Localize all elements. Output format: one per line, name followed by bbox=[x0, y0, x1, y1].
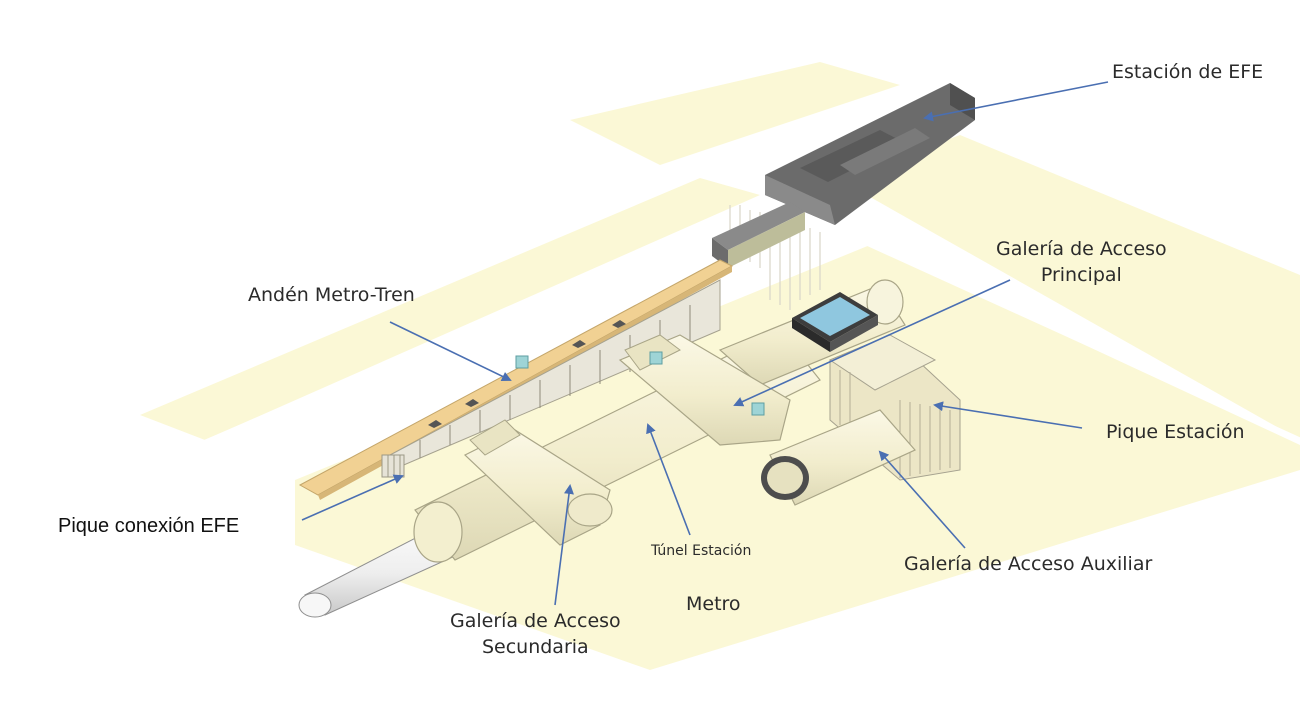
label-galeria-principal-line1: Galería de Acceso bbox=[996, 238, 1167, 260]
main-access-gallery bbox=[618, 334, 791, 446]
arrow-tunel-estacion bbox=[646, 423, 691, 536]
station-shaft-top bbox=[792, 292, 878, 352]
arrow-galeria-auxiliar bbox=[878, 450, 966, 549]
ground-block-northwest bbox=[570, 62, 900, 165]
label-tunel-estacion-text: Túnel Estación bbox=[651, 543, 752, 559]
label-metro: Metro bbox=[686, 592, 741, 618]
label-galeria-secundaria: Galería de Acceso Secundaria bbox=[450, 609, 621, 660]
label-pique-estacion: Pique Estación bbox=[1106, 420, 1245, 446]
label-estacion-efe: Estación de EFE bbox=[1112, 60, 1263, 86]
label-metro-text: Metro bbox=[686, 593, 741, 615]
label-pique-conexion-text: Pique conexión EFE bbox=[58, 515, 240, 537]
efe-connection-shaft bbox=[381, 454, 405, 478]
label-estacion-efe-text: Estación de EFE bbox=[1112, 61, 1264, 83]
label-pique-conexion: Pique conexión EFE bbox=[58, 513, 239, 540]
arrow-galeria-principal bbox=[733, 279, 1011, 407]
ground-block-east bbox=[840, 135, 1300, 440]
arrow-estacion-efe bbox=[923, 81, 1109, 122]
arrow-pique-conexion bbox=[301, 474, 404, 521]
auxiliary-access-gallery bbox=[761, 409, 916, 506]
efe-station-block bbox=[712, 83, 975, 268]
label-anden-text: Andén Metro-Tren bbox=[248, 284, 415, 306]
arrow-anden bbox=[389, 321, 512, 382]
street-edge bbox=[858, 237, 1302, 443]
arrow-pique-estacion bbox=[933, 401, 1083, 429]
label-tunel-estacion: Túnel Estación bbox=[651, 542, 751, 561]
callout-arrows bbox=[301, 81, 1109, 606]
street-edge bbox=[198, 202, 762, 448]
label-galeria-secundaria-line2: Secundaria bbox=[481, 635, 589, 658]
label-pique-estacion-text: Pique Estación bbox=[1106, 421, 1245, 443]
label-galeria-principal-line2: Principal bbox=[1040, 263, 1122, 286]
label-galeria-auxiliar-text: Galería de Acceso Auxiliar bbox=[904, 553, 1153, 575]
label-galeria-auxiliar: Galería de Acceso Auxiliar bbox=[904, 552, 1152, 578]
platform-strip bbox=[298, 259, 734, 500]
ground-block-north bbox=[140, 178, 760, 440]
label-galeria-principal: Galería de Acceso Principal bbox=[996, 237, 1167, 288]
label-anden: Andén Metro-Tren bbox=[248, 283, 415, 309]
secondary-access-gallery bbox=[463, 419, 613, 546]
arrow-galeria-secundaria bbox=[554, 484, 574, 606]
label-galeria-secundaria-line1: Galería de Acceso bbox=[450, 610, 621, 632]
